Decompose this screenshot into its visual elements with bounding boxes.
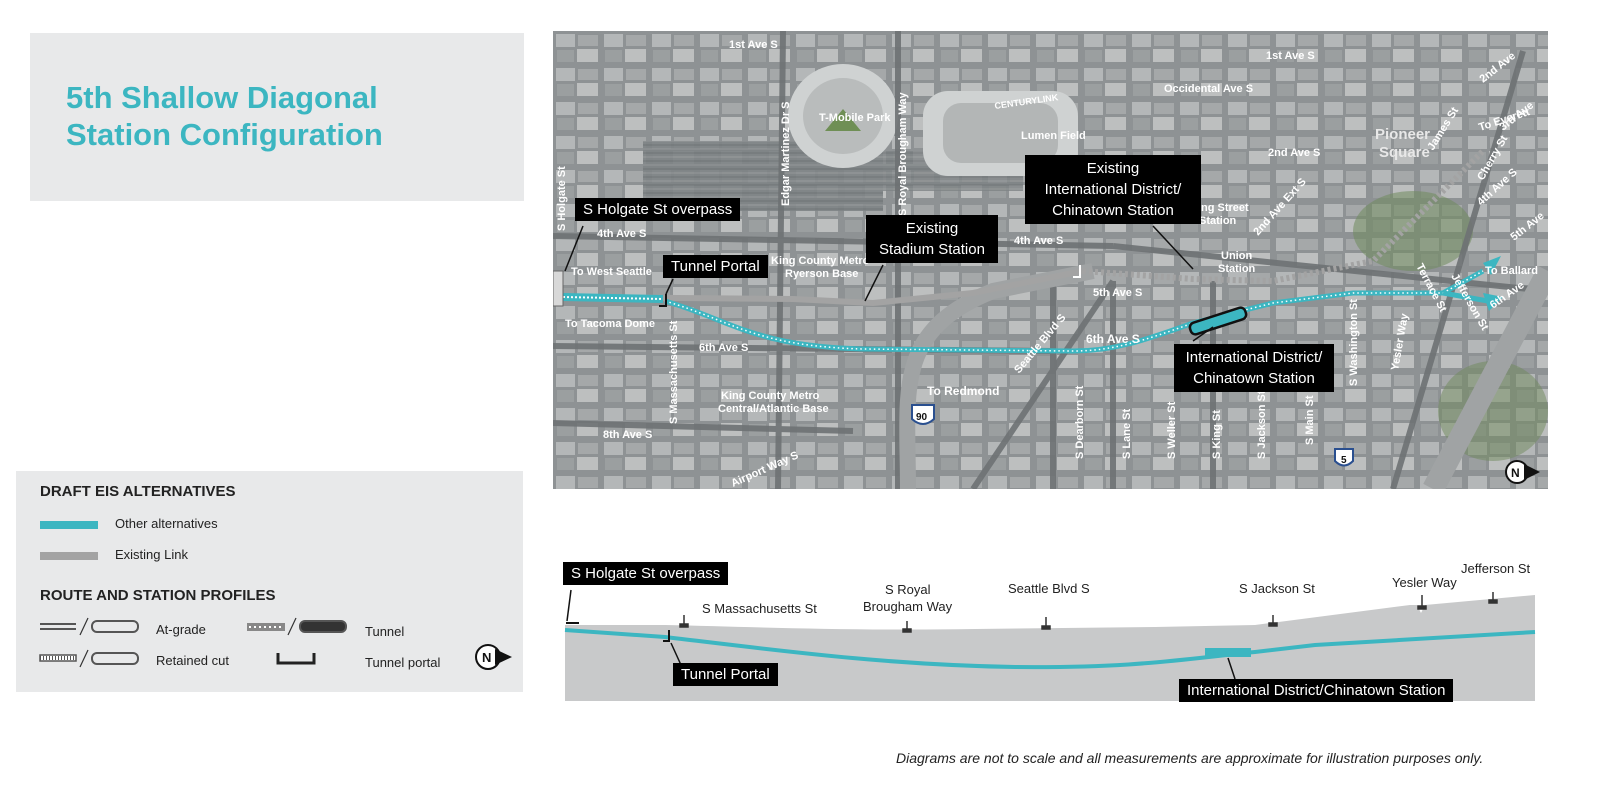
legend-label-tunnel: Tunnel	[365, 624, 405, 639]
svg-text:S Weller St: S Weller St	[1166, 401, 1178, 459]
svg-text:Ryerson Base: Ryerson Base	[785, 268, 858, 280]
svg-text:S Jackson St: S Jackson St	[1256, 390, 1268, 459]
idc-station-marker	[1188, 306, 1248, 336]
svg-text:Lumen Field: Lumen Field	[1021, 130, 1086, 142]
alternative-route-line	[562, 256, 1503, 354]
legend-panel: DRAFT EIS ALTERNATIVES Other alternative…	[16, 471, 523, 692]
svg-text:King County Metro: King County Metro	[771, 255, 870, 267]
svg-text:S Lane St: S Lane St	[1121, 409, 1133, 459]
svg-text:Pioneer: Pioneer	[1375, 126, 1430, 143]
svg-text:1st Ave S: 1st Ave S	[729, 39, 778, 51]
legend-swatch-existing	[40, 552, 98, 560]
svg-text:S King St: S King St	[1211, 410, 1223, 459]
profile-labels: S Massachusetts St S Royal Brougham Way …	[702, 561, 1531, 616]
svg-text:S Holgate St: S Holgate St	[556, 166, 568, 231]
svg-text:Station: Station	[1199, 215, 1237, 227]
svg-text:N: N	[1511, 466, 1520, 480]
profile-callout-holgate-overpass: S Holgate St overpass	[563, 562, 729, 585]
svg-text:S Royal: S Royal	[885, 582, 931, 597]
legend-label-retained-cut: Retained cut	[156, 653, 229, 668]
ground-profile	[565, 595, 1535, 701]
svg-text:5th Ave S: 5th Ave S	[1093, 287, 1142, 299]
svg-text:6th Ave S: 6th Ave S	[699, 342, 748, 354]
i5-shield-icon: 5	[1334, 448, 1354, 467]
callout-tunnel-portal: Tunnel Portal	[663, 255, 768, 278]
svg-text:Brougham Way: Brougham Way	[863, 599, 953, 614]
svg-text:King Street: King Street	[1190, 202, 1249, 214]
profile-portal-marker	[663, 630, 670, 642]
callout-holgate-overpass: S Holgate St overpass	[575, 198, 741, 221]
profile-station-box	[1205, 648, 1251, 657]
existing-portal-marker	[1073, 265, 1081, 278]
svg-text:To Tacoma Dome: To Tacoma Dome	[565, 318, 655, 330]
svg-text:5: 5	[1341, 455, 1347, 466]
i90-shield-icon: 90	[911, 404, 935, 425]
profile-alignment-line	[564, 628, 1536, 670]
svg-text:S Washington St: S Washington St	[1348, 299, 1360, 386]
retained-cut-symbol	[39, 649, 139, 668]
svg-text:S Massachusetts St: S Massachusetts St	[668, 320, 680, 424]
profile-callout-idc-station: International District/Chinatown Station	[1179, 679, 1454, 702]
svg-text:Jefferson St: Jefferson St	[1461, 561, 1531, 576]
legend-label-alternatives: Other alternatives	[115, 516, 218, 531]
tunnel-symbol	[247, 617, 347, 636]
at-grade-symbol	[40, 617, 139, 636]
legend-label-at-grade: At-grade	[156, 622, 206, 637]
callout-idc-station: International District/Chinatown Station	[1174, 344, 1334, 392]
legend-heading-profiles: ROUTE AND STATION PROFILES	[40, 587, 276, 604]
svg-text:4th Ave S: 4th Ave S	[1014, 235, 1063, 247]
existing-link-line	[562, 148, 1486, 307]
tunnel-portal-symbol	[276, 653, 316, 665]
svg-text:Station: Station	[1218, 263, 1256, 275]
svg-text:S Massachusetts St: S Massachusetts St	[702, 601, 817, 616]
route-profile: S Massachusetts St S Royal Brougham Way …	[555, 555, 1545, 710]
svg-text:Union: Union	[1221, 250, 1252, 262]
profile-canvas: S Massachusetts St S Royal Brougham Way …	[564, 561, 1536, 701]
north-arrow-icon: N	[475, 644, 512, 670]
aerial-map: 1st Ave S 1st Ave S T-Mobile Park Lumen …	[553, 31, 1548, 489]
svg-text:Seattle Blvd S: Seattle Blvd S	[1008, 581, 1090, 596]
profile-callout-tunnel-portal: Tunnel Portal	[673, 663, 778, 686]
svg-text:S Main St: S Main St	[1304, 395, 1316, 445]
holgate-overpass-marker	[553, 270, 564, 307]
svg-text:Yesler Way: Yesler Way	[1392, 575, 1457, 590]
t-mobile-park-stadium	[788, 64, 898, 168]
svg-text:S Royal Brougham Way: S Royal Brougham Way	[897, 91, 909, 216]
svg-text:King County Metro: King County Metro	[721, 390, 820, 402]
tunnel-portal-marker	[659, 294, 667, 307]
svg-text:Occidental Ave S: Occidental Ave S	[1164, 83, 1253, 95]
svg-text:6th Ave S: 6th Ave S	[1086, 332, 1140, 346]
legend-swatch-alternatives	[40, 521, 98, 529]
svg-text:To Ballard: To Ballard	[1485, 265, 1538, 277]
svg-text:S Dearborn St: S Dearborn St	[1074, 385, 1086, 459]
svg-text:To Redmond: To Redmond	[927, 384, 999, 398]
svg-text:Square: Square	[1379, 144, 1430, 161]
legend-profile-symbols: N	[39, 617, 512, 670]
svg-text:90: 90	[916, 412, 928, 423]
svg-text:8th Ave S: 8th Ave S	[603, 429, 652, 441]
legend-heading-alternatives: DRAFT EIS ALTERNATIVES	[40, 483, 236, 500]
svg-text:Central/Atlantic Base: Central/Atlantic Base	[718, 403, 829, 415]
svg-text:To West Seattle: To West Seattle	[571, 266, 652, 278]
map-north-arrow-icon: N	[1505, 460, 1540, 484]
svg-text:T-Mobile Park: T-Mobile Park	[819, 112, 891, 124]
svg-text:2nd Ave S: 2nd Ave S	[1268, 147, 1320, 159]
legend-label-tunnel-portal: Tunnel portal	[365, 655, 441, 670]
svg-text:4th Ave S: 4th Ave S	[597, 228, 646, 240]
svg-text:S Jackson St: S Jackson St	[1239, 581, 1315, 596]
legend-label-existing: Existing Link	[115, 547, 188, 562]
svg-text:N: N	[482, 650, 491, 665]
disclaimer-note: Diagrams are not to scale and all measur…	[896, 750, 1484, 766]
svg-text:1st Ave S: 1st Ave S	[1266, 50, 1315, 62]
lumen-field-stadium	[923, 91, 1078, 176]
svg-text:Edgar Martinez Dr S: Edgar Martinez Dr S	[780, 101, 792, 206]
